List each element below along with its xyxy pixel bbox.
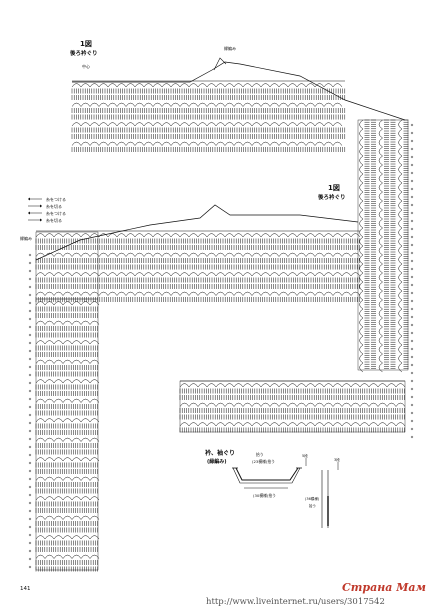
fig1-edge-note: 縁編み bbox=[224, 45, 236, 51]
inset-pickup-label: 拾う bbox=[256, 452, 264, 457]
legend-item-1: 糸をつける bbox=[46, 196, 66, 202]
inset-rows-label-b: 3段 bbox=[334, 457, 340, 462]
inset-subtitle: (縁編み) bbox=[207, 458, 227, 465]
legend-item-2: 糸を切る bbox=[46, 203, 62, 209]
inset-bottom-count: (30模様)拾う bbox=[253, 493, 276, 498]
legend: 糸をつける 糸を切る 糸をつける 糸を切る bbox=[28, 196, 66, 223]
right-vertical-stitch-band bbox=[357, 119, 414, 439]
fig1-center-mark: 中心 bbox=[82, 63, 90, 69]
legend-item-4: 糸を切る bbox=[46, 217, 62, 223]
inset-pickup-count: (23模様)拾う bbox=[252, 459, 275, 464]
watermark-url: http://www.liveinternet.ru/users/3017542 bbox=[206, 597, 385, 607]
fig1-sublabel: 後ろ衿ぐり bbox=[70, 49, 98, 57]
left-edge-label: 縁編み bbox=[20, 235, 32, 241]
fig1b-sublabel: 後ろ衿ぐり bbox=[318, 193, 346, 201]
fig1b-label: 1図 bbox=[328, 183, 340, 192]
inset-title: 衿、袖ぐり bbox=[205, 449, 235, 457]
left-vertical-stitch-band bbox=[28, 231, 100, 572]
inset-rows-label: 5段 bbox=[302, 453, 308, 458]
inset-schematic: 衿、袖ぐり (縁編み) 拾う (23模様)拾う (30模様)拾う 5段 3段 (… bbox=[205, 449, 340, 528]
page-number: 141 bbox=[20, 586, 31, 592]
fig1-label: 1図 bbox=[80, 39, 92, 48]
lower-left-horizontal-stitch-band bbox=[35, 204, 361, 302]
watermark-brand: Страна Мам bbox=[342, 581, 426, 594]
bottom-right-stitch-band bbox=[179, 380, 406, 433]
inset-side-count: (36模様) bbox=[305, 496, 320, 501]
inset-side-unit: 拾う bbox=[309, 503, 316, 508]
top-stitch-band bbox=[71, 57, 406, 152]
legend-item-3: 糸をつける bbox=[46, 210, 66, 216]
